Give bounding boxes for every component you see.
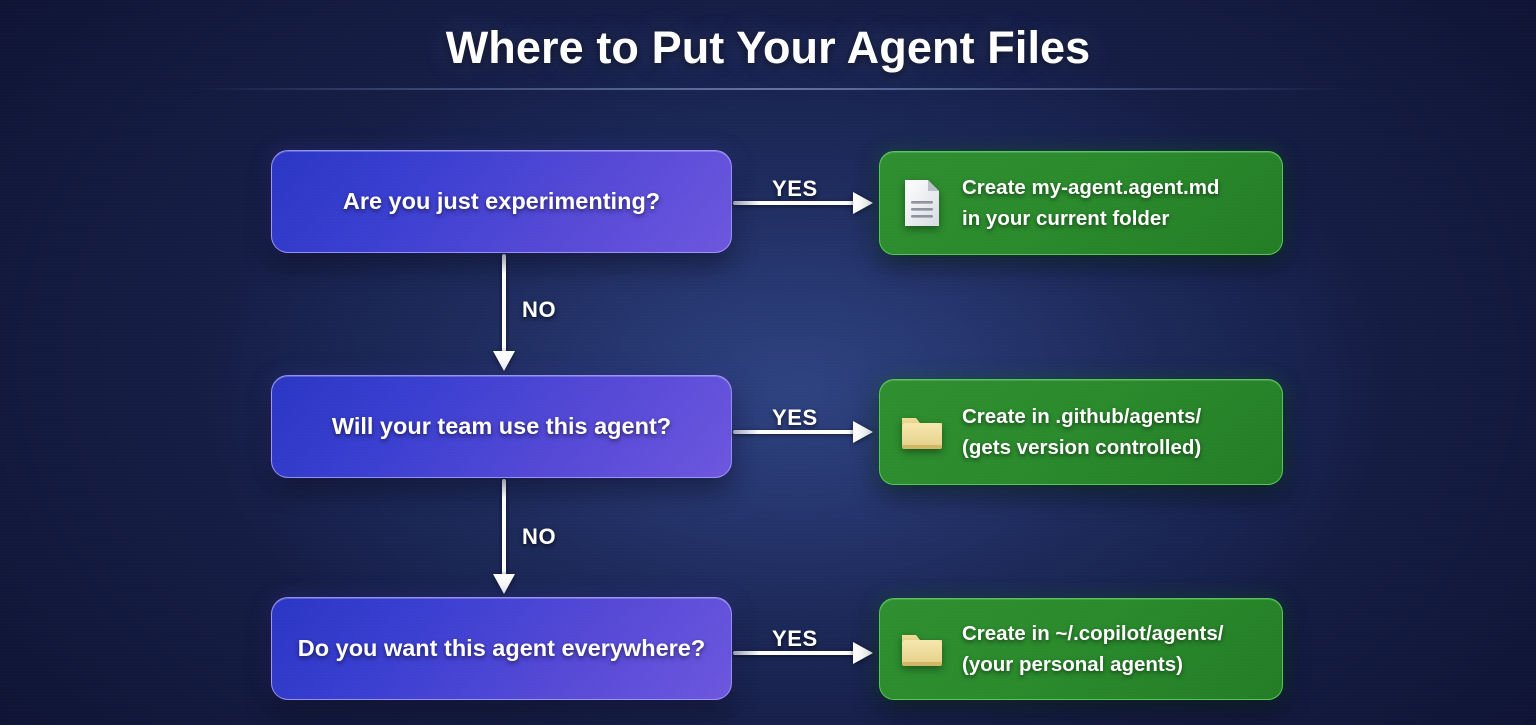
edge-label-no-2: NO	[522, 524, 557, 549]
folder-icon	[898, 623, 946, 675]
arrow-line	[502, 479, 506, 576]
folder-icon	[898, 406, 946, 458]
arrow-head	[493, 574, 515, 594]
arrow-head	[853, 192, 873, 214]
outcome-line-1: Create in ~/.copilot/agents/	[962, 621, 1224, 645]
outcome-text: Create my-agent.agent.md in your current…	[962, 172, 1219, 234]
arrow-head	[853, 642, 873, 664]
outcome-text: Create in ~/.copilot/agents/ (your perso…	[962, 618, 1223, 680]
arrow-no-2	[491, 479, 517, 594]
outcome-line-2: (gets version controlled)	[962, 436, 1202, 459]
arrow-yes-3	[733, 640, 873, 666]
decision-label: Will your team use this agent?	[331, 413, 672, 439]
outcome-line-2: in your current folder	[962, 207, 1170, 230]
decision-label: Do you want this agent everywhere?	[297, 635, 706, 661]
outcome-text: Create in .github/agents/ (gets version …	[962, 401, 1201, 463]
decision-box-3[interactable]: Do you want this agent everywhere?	[271, 597, 732, 700]
edge-label-yes-3: YES	[772, 626, 818, 651]
decision-label: Are you just experimenting?	[342, 188, 661, 214]
outcome-box-2[interactable]: Create in .github/agents/ (gets version …	[879, 379, 1283, 485]
edge-label-no-1: NO	[522, 297, 557, 322]
decision-box-2[interactable]: Will your team use this agent?	[271, 375, 732, 478]
outcome-box-3[interactable]: Create in ~/.copilot/agents/ (your perso…	[879, 598, 1283, 700]
arrow-head	[853, 421, 873, 443]
decision-box-1[interactable]: Are you just experimenting?	[271, 150, 732, 253]
arrow-line	[733, 201, 855, 205]
outcome-line-1: Create my-agent.agent.md	[962, 175, 1220, 199]
outcome-box-1[interactable]: Create my-agent.agent.md in your current…	[879, 151, 1283, 255]
outcome-line-1: Create in .github/agents/	[962, 404, 1202, 428]
arrow-line	[733, 651, 855, 655]
arrow-line	[733, 430, 855, 434]
document-icon	[898, 177, 946, 229]
page-title: Where to Put Your Agent Files	[445, 22, 1091, 73]
arrow-no-1	[491, 254, 517, 371]
arrow-yes-1	[733, 190, 873, 216]
title-divider	[190, 88, 1350, 90]
edge-label-yes-2: YES	[772, 405, 818, 430]
outcome-line-2: (your personal agents)	[962, 653, 1183, 676]
edge-label-yes-1: YES	[772, 176, 818, 201]
arrow-head	[493, 351, 515, 371]
arrow-line	[502, 254, 506, 353]
arrow-yes-2	[733, 419, 873, 445]
